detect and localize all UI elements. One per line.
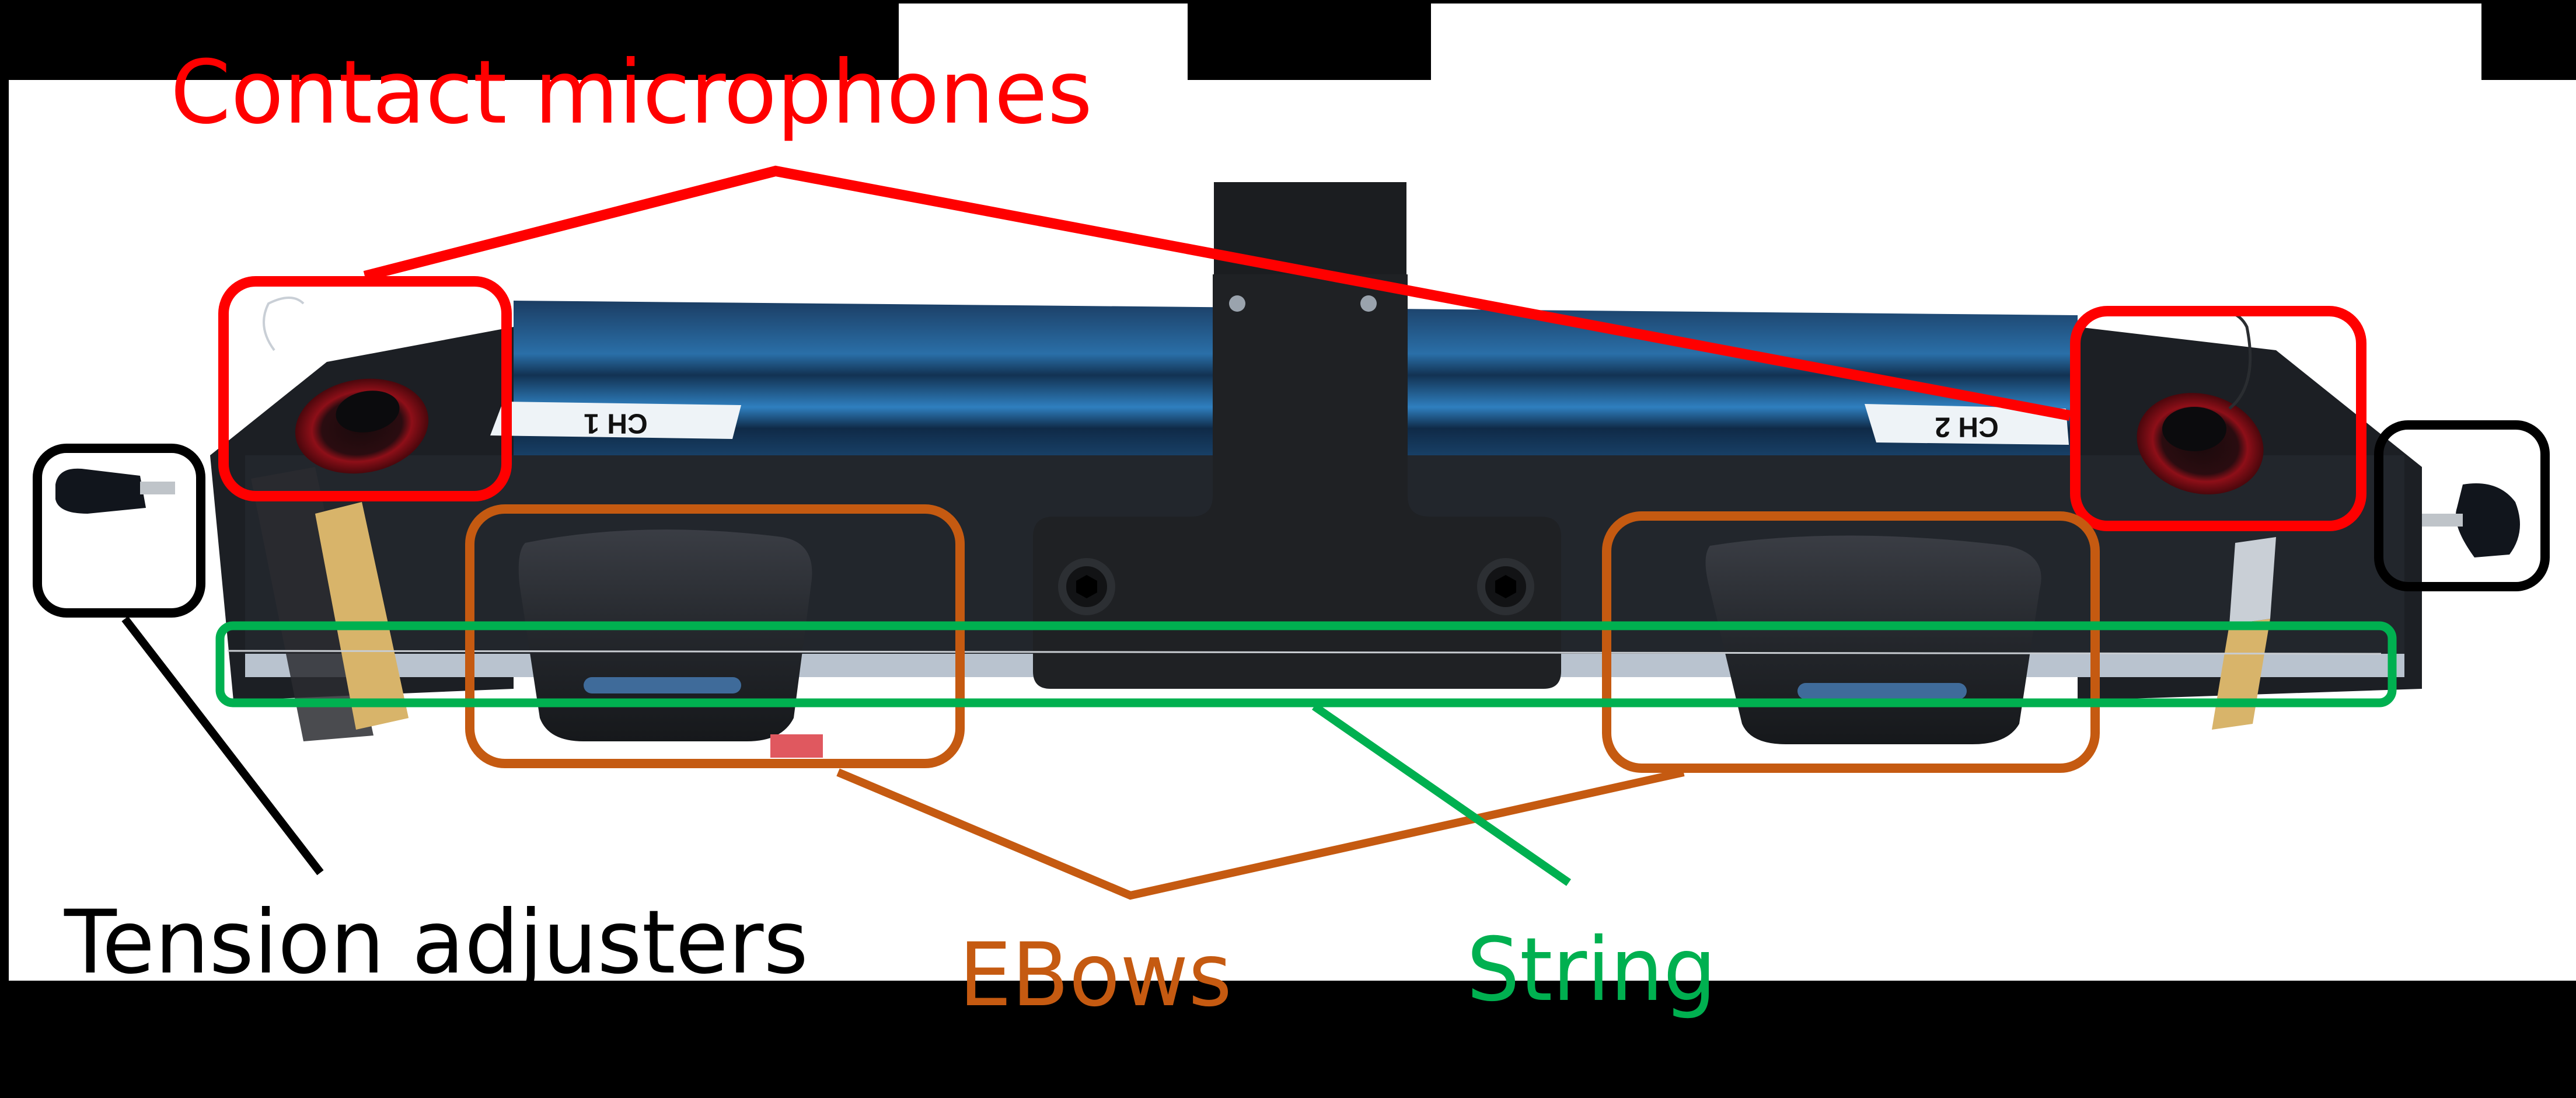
tension-adjusters-annotation: Tension adjusters — [33, 420, 2550, 994]
ch1-label-plate: CH 1 — [490, 402, 741, 439]
ebows-annotation: EBows — [465, 504, 2100, 1026]
mic-right — [2137, 311, 2264, 494]
string-box — [215, 621, 2397, 707]
ebow-left — [518, 529, 823, 758]
tension-adjusters-label: Tension adjusters — [64, 892, 808, 994]
tuner-right — [2422, 483, 2520, 557]
ebows-label: EBows — [959, 925, 1232, 1026]
string-wire — [227, 650, 2382, 655]
ch2-label-plate: CH 2 — [1865, 404, 2069, 445]
device: CH 1 CH 2 — [55, 182, 2520, 758]
ebows-leader — [836, 768, 1685, 900]
tension-adjuster-box-right — [2374, 420, 2550, 591]
tension-adjuster-box-left — [33, 444, 205, 618]
ebow-box-right — [1602, 511, 2100, 773]
tuner-left — [55, 468, 175, 514]
tension-adjusters-leader — [121, 616, 324, 876]
contact-mic-box-right — [2070, 306, 2366, 531]
ebow-right — [1705, 535, 2041, 744]
contact-microphones-leader — [363, 165, 2071, 421]
ebow-box-left — [465, 504, 965, 768]
top-white-notch-left — [899, 4, 1188, 82]
string-label: String — [1467, 919, 1716, 1021]
ch1-label: CH 1 — [584, 407, 647, 438]
contact-microphones-annotation: Contact microphones — [170, 42, 2366, 531]
ch2-label: CH 2 — [1935, 411, 1998, 442]
contact-mic-box-left — [218, 276, 512, 501]
top-white-notch-right — [1431, 4, 2481, 82]
mic-left — [263, 297, 429, 474]
string-annotation: String — [215, 621, 2397, 1021]
string-leader — [1312, 703, 1571, 886]
bridge-left — [251, 467, 409, 741]
contact-microphones-label: Contact microphones — [170, 42, 1092, 144]
